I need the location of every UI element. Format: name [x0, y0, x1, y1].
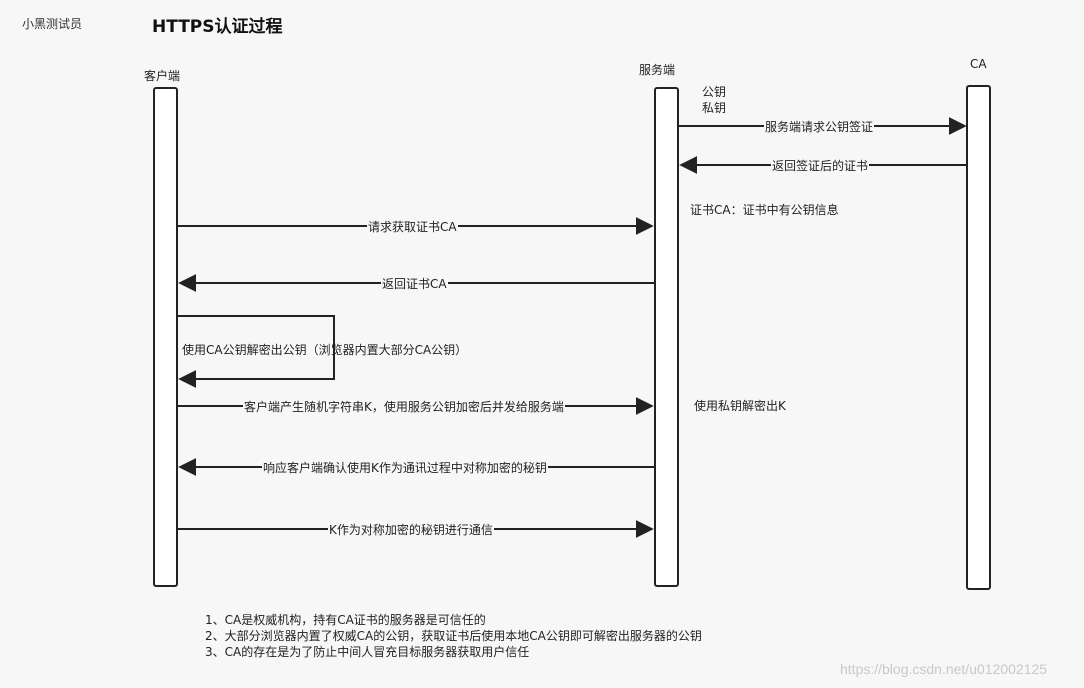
msg-return-cert: 返回证书CA	[381, 277, 448, 291]
msg-self-decrypt: 使用CA公钥解密出公钥（浏览器内置大部分CA公钥）	[182, 343, 468, 357]
ca-actor-label: CA	[970, 57, 987, 71]
ca-lifeline	[966, 85, 991, 590]
watermark: https://blog.csdn.net/u012002125	[840, 661, 1048, 677]
server-actor-label: 服务端	[639, 63, 676, 77]
arrow-self-decrypt	[178, 315, 335, 388]
msg-return-signed-cert: 返回签证后的证书	[771, 159, 870, 173]
note-decrypt-k: 使用私钥解密出K	[694, 399, 786, 413]
author-label: 小黑测试员	[22, 17, 83, 31]
server-lifeline	[654, 87, 679, 587]
client-lifeline	[153, 87, 178, 587]
msg-request-signing: 服务端请求公钥签证	[764, 120, 875, 134]
footer-note-3: 3、CA的存在是为了防止中间人冒充目标服务器获取用户信任	[205, 645, 530, 659]
diagram-title: HTTPS认证过程	[152, 17, 283, 37]
msg-send-k: 客户端产生随机字符串K，使用服务公钥加密后并发给服务端	[243, 400, 565, 414]
public-key-label: 公钥	[702, 85, 727, 99]
msg-confirm-k: 响应客户端确认使用K作为通讯过程中对称加密的秘钥	[262, 461, 548, 475]
footer-note-2: 2、大部分浏览器内置了权威CA的公钥，获取证书后使用本地CA公钥即可解密出服务器…	[205, 629, 702, 643]
msg-communicate: K作为对称加密的秘钥进行通信	[328, 523, 494, 537]
msg-request-cert: 请求获取证书CA	[367, 220, 458, 234]
private-key-label: 私钥	[702, 101, 727, 115]
footer-note-1: 1、CA是权威机构，持有CA证书的服务器是可信任的	[205, 613, 486, 627]
note-certificate: 证书CA：证书中有公钥信息	[690, 203, 839, 217]
client-actor-label: 客户端	[144, 69, 181, 83]
